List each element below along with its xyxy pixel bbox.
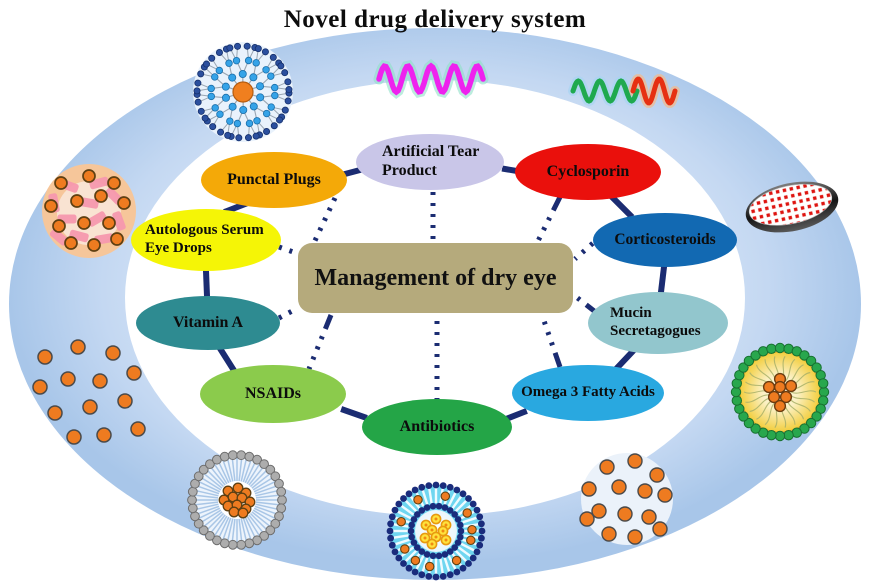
polymer-chain-green-red-icon [568, 74, 680, 108]
node-punctal-plugs: Punctal Plugs [201, 152, 347, 208]
node-autologous-serum-eye-drops: Autologous Serum Eye Drops [131, 209, 281, 271]
node-omega-3-fatty-acids: Omega 3 Fatty Acids [512, 365, 664, 421]
free-nanoparticles-icon [32, 339, 146, 445]
nanoparticle-suspension-icon [579, 453, 673, 545]
node-mucin-secretagogues: Mucin Secretagogues [588, 292, 728, 354]
node-nsaids: NSAIDs [200, 365, 346, 423]
node-antibiotics: Antibiotics [362, 399, 512, 455]
micelle-icon [187, 450, 287, 550]
node-artificial-tear-product: Artificial Tear Product [356, 134, 504, 190]
node-cyclosporin: Cyclosporin [515, 144, 661, 200]
polymer-chain-magenta-icon [373, 58, 489, 100]
dendrimer-icon [193, 42, 293, 142]
diagram-title: Novel drug delivery system [283, 6, 587, 33]
polymeric-nanoparticle-icon [42, 164, 136, 258]
node-corticosteroids: Corticosteroids [593, 213, 737, 267]
node-vitamin-a: Vitamin A [136, 296, 280, 350]
center-node-management-of-dry-eye: Management of dry eye [298, 243, 573, 313]
drug-loaded-contact-lens-icon [745, 181, 839, 233]
nanostructured-lipid-carrier-icon [730, 342, 830, 442]
bilayer-liposome-icon [386, 481, 486, 581]
